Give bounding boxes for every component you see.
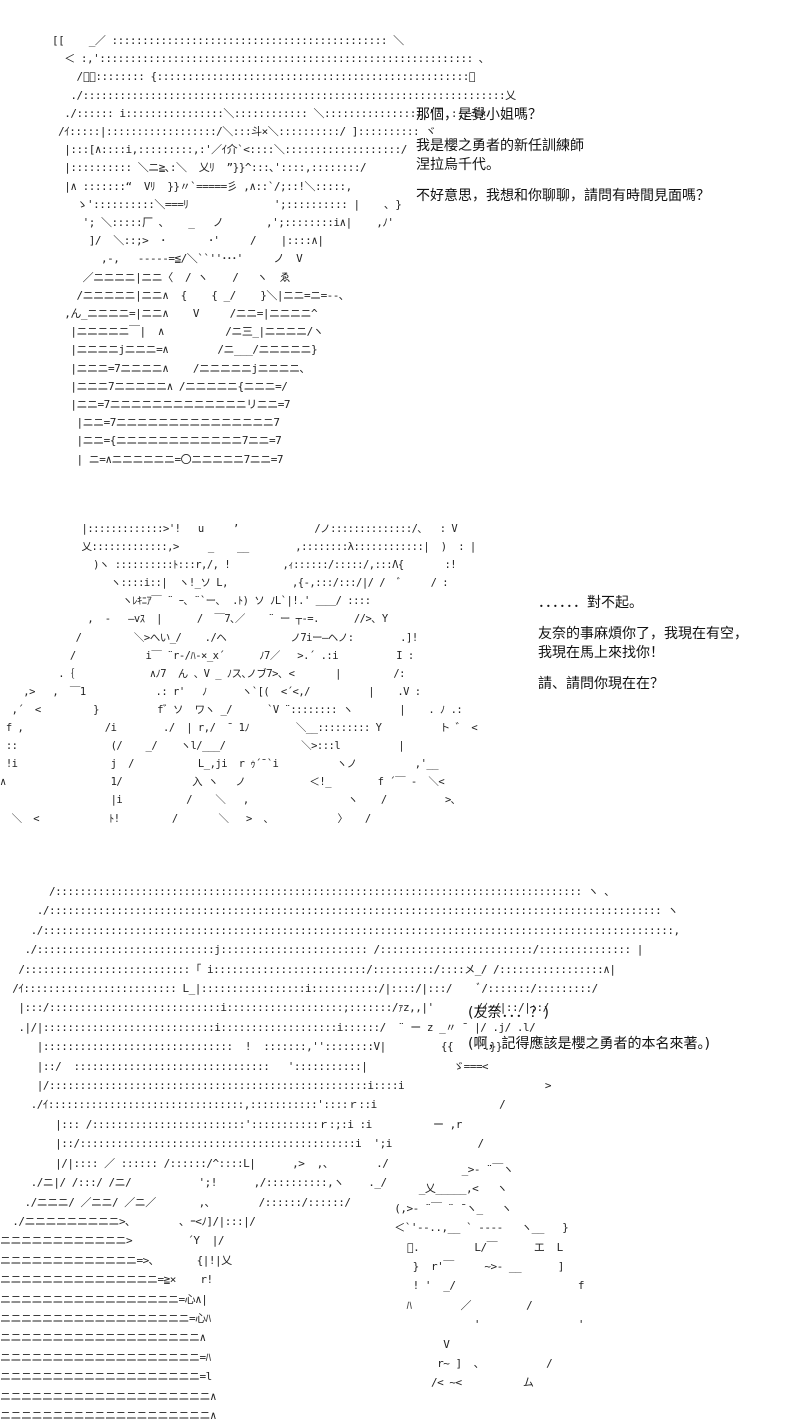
panel-1-dialogue: 那個，是覺小姐嗎？ 我是櫻之勇者的新任訓練師 涅拉烏千代。 不好意思，我想和你聊… — [416, 106, 710, 206]
dialogue-line: 請、請問你現在在？ — [538, 676, 664, 692]
figure-1-ascii-art: [[ _／ ::::::::::::::::::::::::::::::::::… — [52, 34, 516, 466]
panel-1: [[ _／ ::::::::::::::::::::::::::::::::::… — [0, 0, 800, 480]
panel-3: /:::::::::::::::::::::::::::::::::::::::… — [0, 870, 800, 1422]
dialogue-line: (友奈．．．？) — [468, 1005, 549, 1021]
figure-2-ascii-art: |:::::::::::::>'! u ’ /ノ::::::::::::::/､… — [0, 523, 478, 825]
dialogue-line: 友奈的事麻煩你了，我現在有空， — [538, 626, 748, 642]
panel-3-dialogue: (友奈．．．？) (啊，記得應該是櫻之勇者的本名來著。) — [468, 1004, 710, 1054]
panel-2-dialogue: ．．．．．．對不起。 友奈的事麻煩你了，我現在有空， 我現在馬上來找你！ 請、請… — [538, 594, 748, 694]
panel-2: |:::::::::::::>'! u ’ /ノ::::::::::::::/､… — [0, 480, 800, 840]
figure-4-ascii-art: _>‐ ¨￣ヽ _乂_____,< ヽ (,>‐ ¨￣ ¨ ̄ ヽ_ ヽ ＜`'… — [394, 1163, 585, 1390]
dialogue-line: 我是櫻之勇者的新任訓練師 — [416, 138, 584, 154]
dialogue-line: 不好意思，我想和你聊聊，請問有時間見面嗎？ — [416, 188, 710, 204]
dialogue-line: 我現在馬上來找你！ — [538, 645, 664, 661]
dialogue-line: (啊，記得應該是櫻之勇者的本名來著。) — [468, 1036, 710, 1052]
dialogue-line: 涅拉烏千代。 — [416, 157, 500, 173]
figure-3-ascii-art: /:::::::::::::::::::::::::::::::::::::::… — [0, 885, 680, 1422]
dialogue-line: 那個，是覺小姐嗎？ — [416, 107, 542, 123]
dialogue-line: ．．．．．．對不起。 — [538, 595, 643, 611]
